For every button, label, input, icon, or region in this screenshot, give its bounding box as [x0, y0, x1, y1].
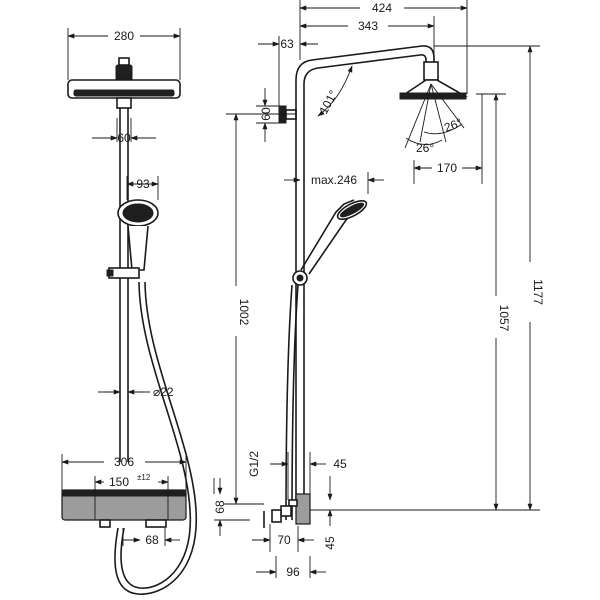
label-thermostat-height: 68 — [213, 500, 227, 514]
side-swivel-lines — [404, 83, 465, 149]
front-overhead-shower — [67, 57, 181, 99]
side-thermostat — [263, 493, 311, 528]
label-head-height: 1057 — [497, 305, 511, 332]
label-arm-angle: 101° — [316, 88, 340, 117]
label-thermostat-width: 306 — [114, 455, 134, 469]
label-wall-offset: 63 — [280, 37, 294, 51]
label-handshower-width: 93 — [136, 177, 150, 191]
side-dimension-lines — [213, 0, 540, 578]
label-connection-spacing: 150 — [109, 475, 129, 489]
side-riser-arm — [295, 45, 435, 500]
label-max-handshower: max.246 — [311, 173, 357, 187]
side-hose — [285, 284, 299, 521]
label-depth-70: 70 — [277, 533, 291, 547]
label-depth-96: 96 — [286, 565, 300, 579]
label-connection-tolerance: ±12 — [137, 473, 151, 482]
front-dimension-lines — [61, 28, 187, 546]
label-total-height: 1177 — [531, 279, 545, 305]
label-wall-distance-bottom: 45 — [323, 536, 337, 550]
front-riser-pipe — [116, 97, 132, 462]
label-holder-height: 60 — [259, 107, 273, 121]
label-arm-holder-width: 60 — [117, 131, 131, 145]
front-view — [61, 57, 197, 595]
label-thermostat-depth: 68 — [145, 533, 159, 547]
label-thread: G1/2 — [247, 451, 261, 477]
front-thermostat — [61, 489, 187, 528]
label-swivel-angle-a: 26° — [416, 141, 434, 155]
label-head-width: 280 — [114, 29, 134, 43]
label-total-reach: 424 — [372, 1, 392, 15]
label-arm-reach: 343 — [358, 19, 378, 33]
label-wall-distance-top: 45 — [333, 457, 347, 471]
label-hose-diameter: ⌀22 — [153, 385, 174, 399]
label-riser-height: 1002 — [237, 299, 251, 326]
side-wall-bracket — [278, 105, 297, 124]
front-hand-shower — [106, 199, 159, 279]
front-hose — [114, 281, 197, 595]
side-view — [263, 45, 469, 528]
dimension-labels: 280 60 93 ⌀22 306 150 ±12 68 424 343 63 … — [109, 1, 545, 579]
label-swivel-angle-b: 26° — [442, 115, 464, 134]
side-hand-shower — [292, 199, 368, 286]
label-head-diameter: 170 — [437, 161, 457, 175]
